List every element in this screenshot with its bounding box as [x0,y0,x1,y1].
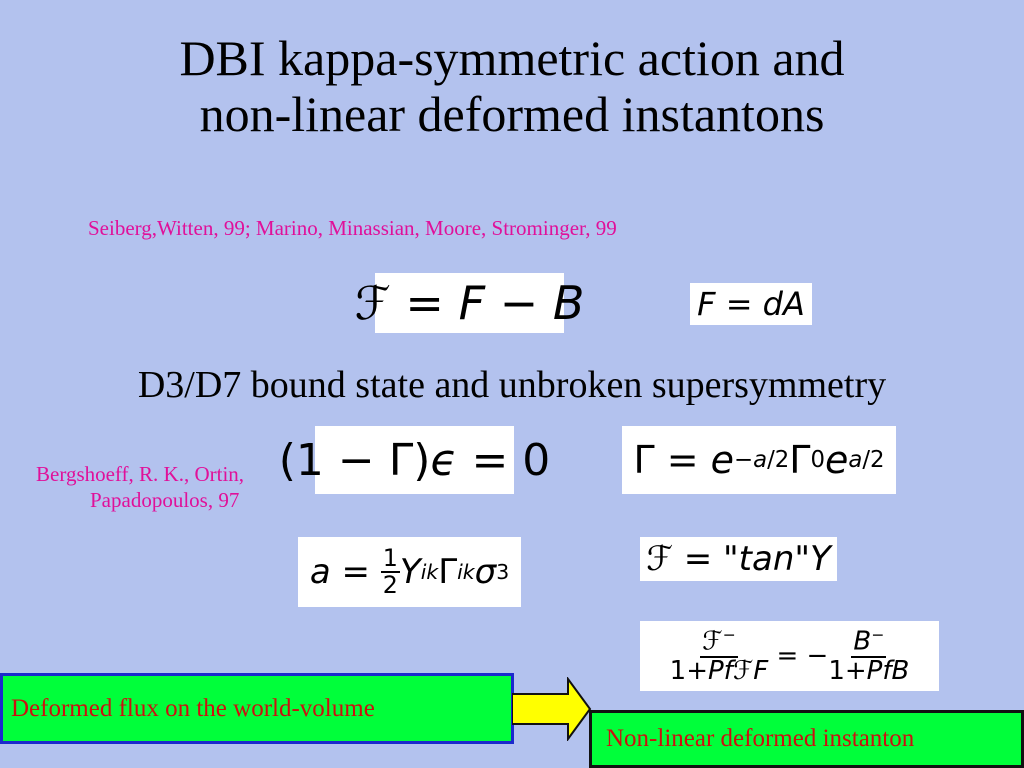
non-linear-instanton-box: Non-linear deformed instanton [589,710,1024,768]
section-subtitle: D3/D7 bound state and unbroken supersymm… [137,364,887,406]
title-line-2: non-linear deformed instantons [199,86,825,142]
citation-top: Seiberg,Witten, 99; Marino, Minassian, M… [88,216,617,240]
equation-F-equals-F-minus-B: ℱ = F − B [355,273,584,333]
citation-left: Bergshoeff, R. K., Ortin, Papadopoulos, … [36,461,244,513]
equation-projector-condition: (1 − Γ)ϵ = 0 [279,426,550,494]
citation-left-line-2: Papadopoulos, 97 [90,488,240,512]
citation-left-line-1: Bergshoeff, R. K., Ortin, [36,462,245,486]
title-line-1: DBI kappa-symmetric action and [179,30,845,86]
deformed-flux-box: Deformed flux on the world-volume [0,673,514,744]
slide-title: DBI kappa-symmetric action and non-linea… [0,30,1024,142]
equation-flux-ratio: ℱ−1+PfℱF = −B−1+PfB [640,621,939,691]
equation-tan-Y: ℱ = "tan"Y [640,537,837,581]
arrow-right-icon [512,677,592,741]
equation-F-equals-dA: F = dA [690,283,812,325]
